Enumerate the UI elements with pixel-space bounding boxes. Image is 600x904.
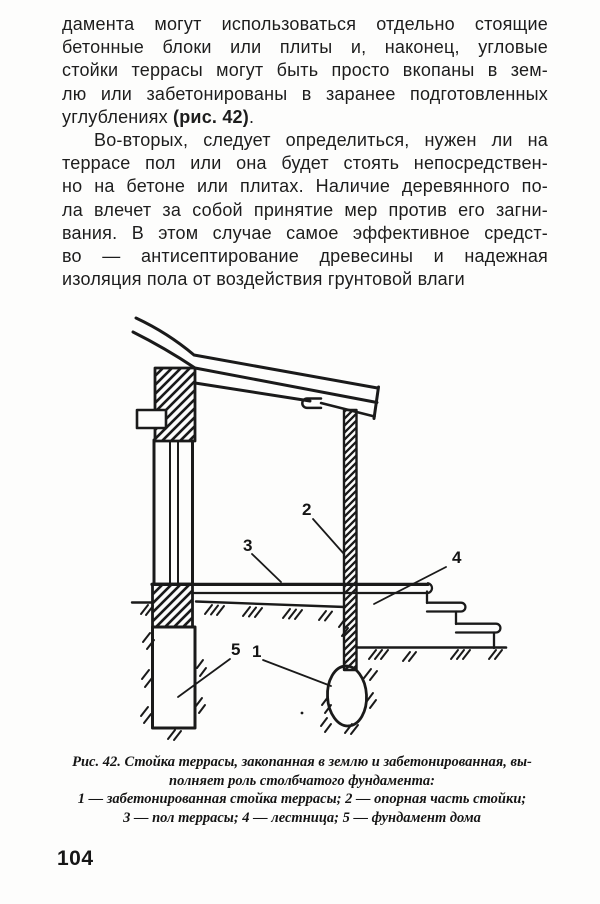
figure-reference: (рис. 42) (173, 106, 249, 127)
caption-line: Рис. 42. Стойка террасы, закопанная в зе… (72, 754, 532, 770)
leader-line-5 (177, 658, 231, 698)
caption-line: 3 — пол террасы; 4 — лестница; 5 — фунда… (123, 809, 481, 826)
terrace-post-drawing: 2 3 4 5 1 (130, 316, 508, 741)
label-1: 1 (252, 642, 261, 661)
ink-speck (300, 711, 304, 715)
label-5: 5 (231, 640, 240, 659)
text-segment: углублениях (62, 106, 174, 127)
house-foundation (151, 625, 197, 730)
soil-hatching (140, 604, 503, 741)
text-line: бетонные блоки или плиты и, наконец, угл… (62, 37, 548, 58)
text-line: ла влечет за собой принятие мер против е… (62, 199, 548, 220)
text-line: изоляция пола от воздействия грунтовой в… (62, 269, 465, 290)
leader-line-1 (262, 659, 332, 687)
text-line: дамента могут использоваться отдельно ст… (62, 14, 548, 34)
text-line: вания. В этом случае самое эффективное с… (62, 222, 548, 243)
concrete-footing (326, 664, 368, 728)
wall-notch (135, 408, 168, 430)
label-3: 3 (243, 536, 252, 555)
ground-lines (130, 600, 508, 649)
figure-caption: Рис. 42. Стойка террасы, закопанная в зе… (52, 753, 552, 827)
page-number: 104 (57, 847, 94, 870)
text-line: но на бетоне или плитах. Наличие деревян… (62, 176, 548, 197)
label-2: 2 (302, 500, 311, 519)
terrace-floor (150, 582, 434, 595)
text-segment: . (248, 106, 255, 127)
paragraph-1: дамента могут использоваться отдельно ст… (62, 13, 548, 129)
text-line: во — антисептирование древесины и надежн… (62, 246, 548, 267)
paragraph-2: Во-вторых, следует определиться, нужен л… (62, 129, 548, 291)
caption-line: 1 — забетонированная стойка террасы; 2 —… (77, 791, 527, 808)
roof (131, 316, 380, 420)
text-line: Во-вторых, следует определиться, нужен л… (94, 130, 548, 151)
text-line: лю или забетонированы в заранее подготов… (62, 83, 548, 104)
label-4: 4 (452, 548, 462, 567)
text-line: террасе пол или она будет стоять непосре… (62, 153, 548, 174)
stairs (425, 590, 502, 650)
leader-line-2 (312, 518, 345, 555)
body-text: дамента могут использоваться отдельно ст… (62, 13, 548, 291)
leader-lines (177, 518, 447, 698)
text-line: углублениях (рис. 42). (62, 106, 548, 129)
wall-base-hatched (151, 582, 194, 629)
house-wall (135, 366, 197, 629)
text-line: стойки террасы могут быть просто вкопаны… (62, 60, 548, 81)
leader-line-3 (251, 553, 282, 583)
caption-line: полняет роль столбчатого фундамента: (169, 772, 435, 789)
wall-beam-hatched (153, 366, 197, 443)
leader-line-4 (373, 566, 447, 605)
figure-42-diagram: 2 3 4 5 1 (0, 300, 600, 760)
